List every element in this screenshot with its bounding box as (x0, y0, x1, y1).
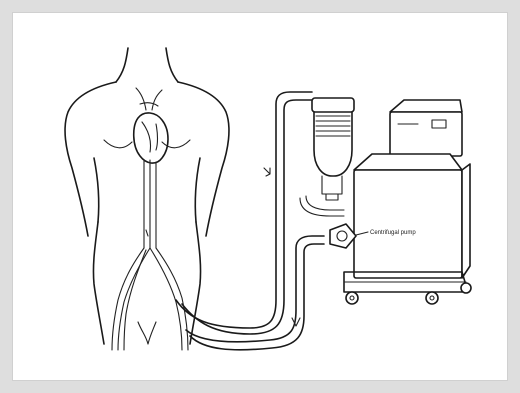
heart (134, 88, 168, 163)
centrifugal-pump-label: Centrifugal pump (370, 230, 416, 236)
human-torso (65, 48, 229, 344)
cart-wheels (346, 283, 471, 304)
vena-cava-and-aorta (112, 160, 188, 350)
pump-console (330, 154, 470, 292)
flow-arrow-icon (264, 168, 300, 326)
control-unit (390, 100, 462, 156)
reservoir (312, 98, 354, 200)
